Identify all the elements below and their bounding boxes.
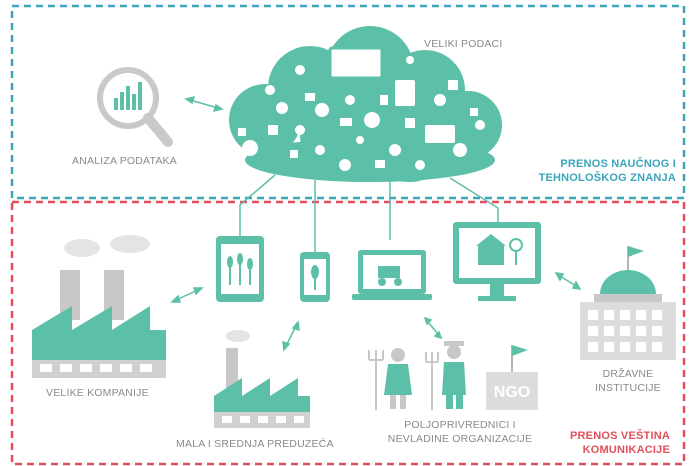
knowledge-transfer-frame — [10, 4, 686, 200]
laptop-icon — [352, 250, 432, 300]
monitor-icon — [453, 222, 541, 301]
ngo-building-icon — [486, 345, 538, 410]
data-analysis-label: ANALIZA PODATAKA — [72, 155, 177, 167]
arrow-large-factory — [170, 287, 204, 303]
farmers-ngo-label-2: NEVLADINE ORGANIZACIJE — [387, 433, 533, 445]
arrow-analytics-cloud — [184, 95, 224, 113]
skills-transfer-label-1: PRENOS VEŠTINA — [570, 430, 670, 442]
skills-transfer-label-2: KOMUNIKACIJE — [582, 444, 670, 456]
large-companies-label: VELIKE KOMPANIJE — [46, 387, 149, 399]
arrow-farmers — [423, 316, 443, 340]
cloud-icon-pattern — [238, 46, 485, 171]
sme-label: MALA I SREDNJA PREDUZEĆA — [176, 438, 334, 450]
analytics-magnifier-icon — [97, 67, 173, 147]
state-institutions-label-2: INSTITUCIJE — [595, 382, 661, 394]
farmers-icon — [368, 341, 466, 410]
skills-transfer-frame — [10, 200, 686, 466]
knowledge-transfer-label-1: PRENOS NAUČNOG I — [560, 158, 676, 170]
arrow-small-factory — [282, 320, 300, 352]
big-data-label: VELIKI PODACI — [424, 38, 503, 50]
small-factory-icon — [214, 330, 310, 428]
arrow-government — [554, 272, 582, 290]
farmers-ngo-label-1: POLJOPRIVREDNICI I — [404, 419, 516, 431]
phone-icon — [300, 252, 330, 302]
knowledge-transfer-label-2: TEHNOLOŠKOG ZNANJA — [538, 172, 676, 184]
cloud-connectors — [239, 174, 499, 252]
tablet-icon — [216, 236, 264, 302]
large-factory-icon — [32, 235, 166, 378]
government-building-icon — [580, 246, 676, 360]
state-institutions-label-1: DRŽAVNE — [602, 368, 654, 380]
ngo-label: NGO — [494, 384, 530, 401]
